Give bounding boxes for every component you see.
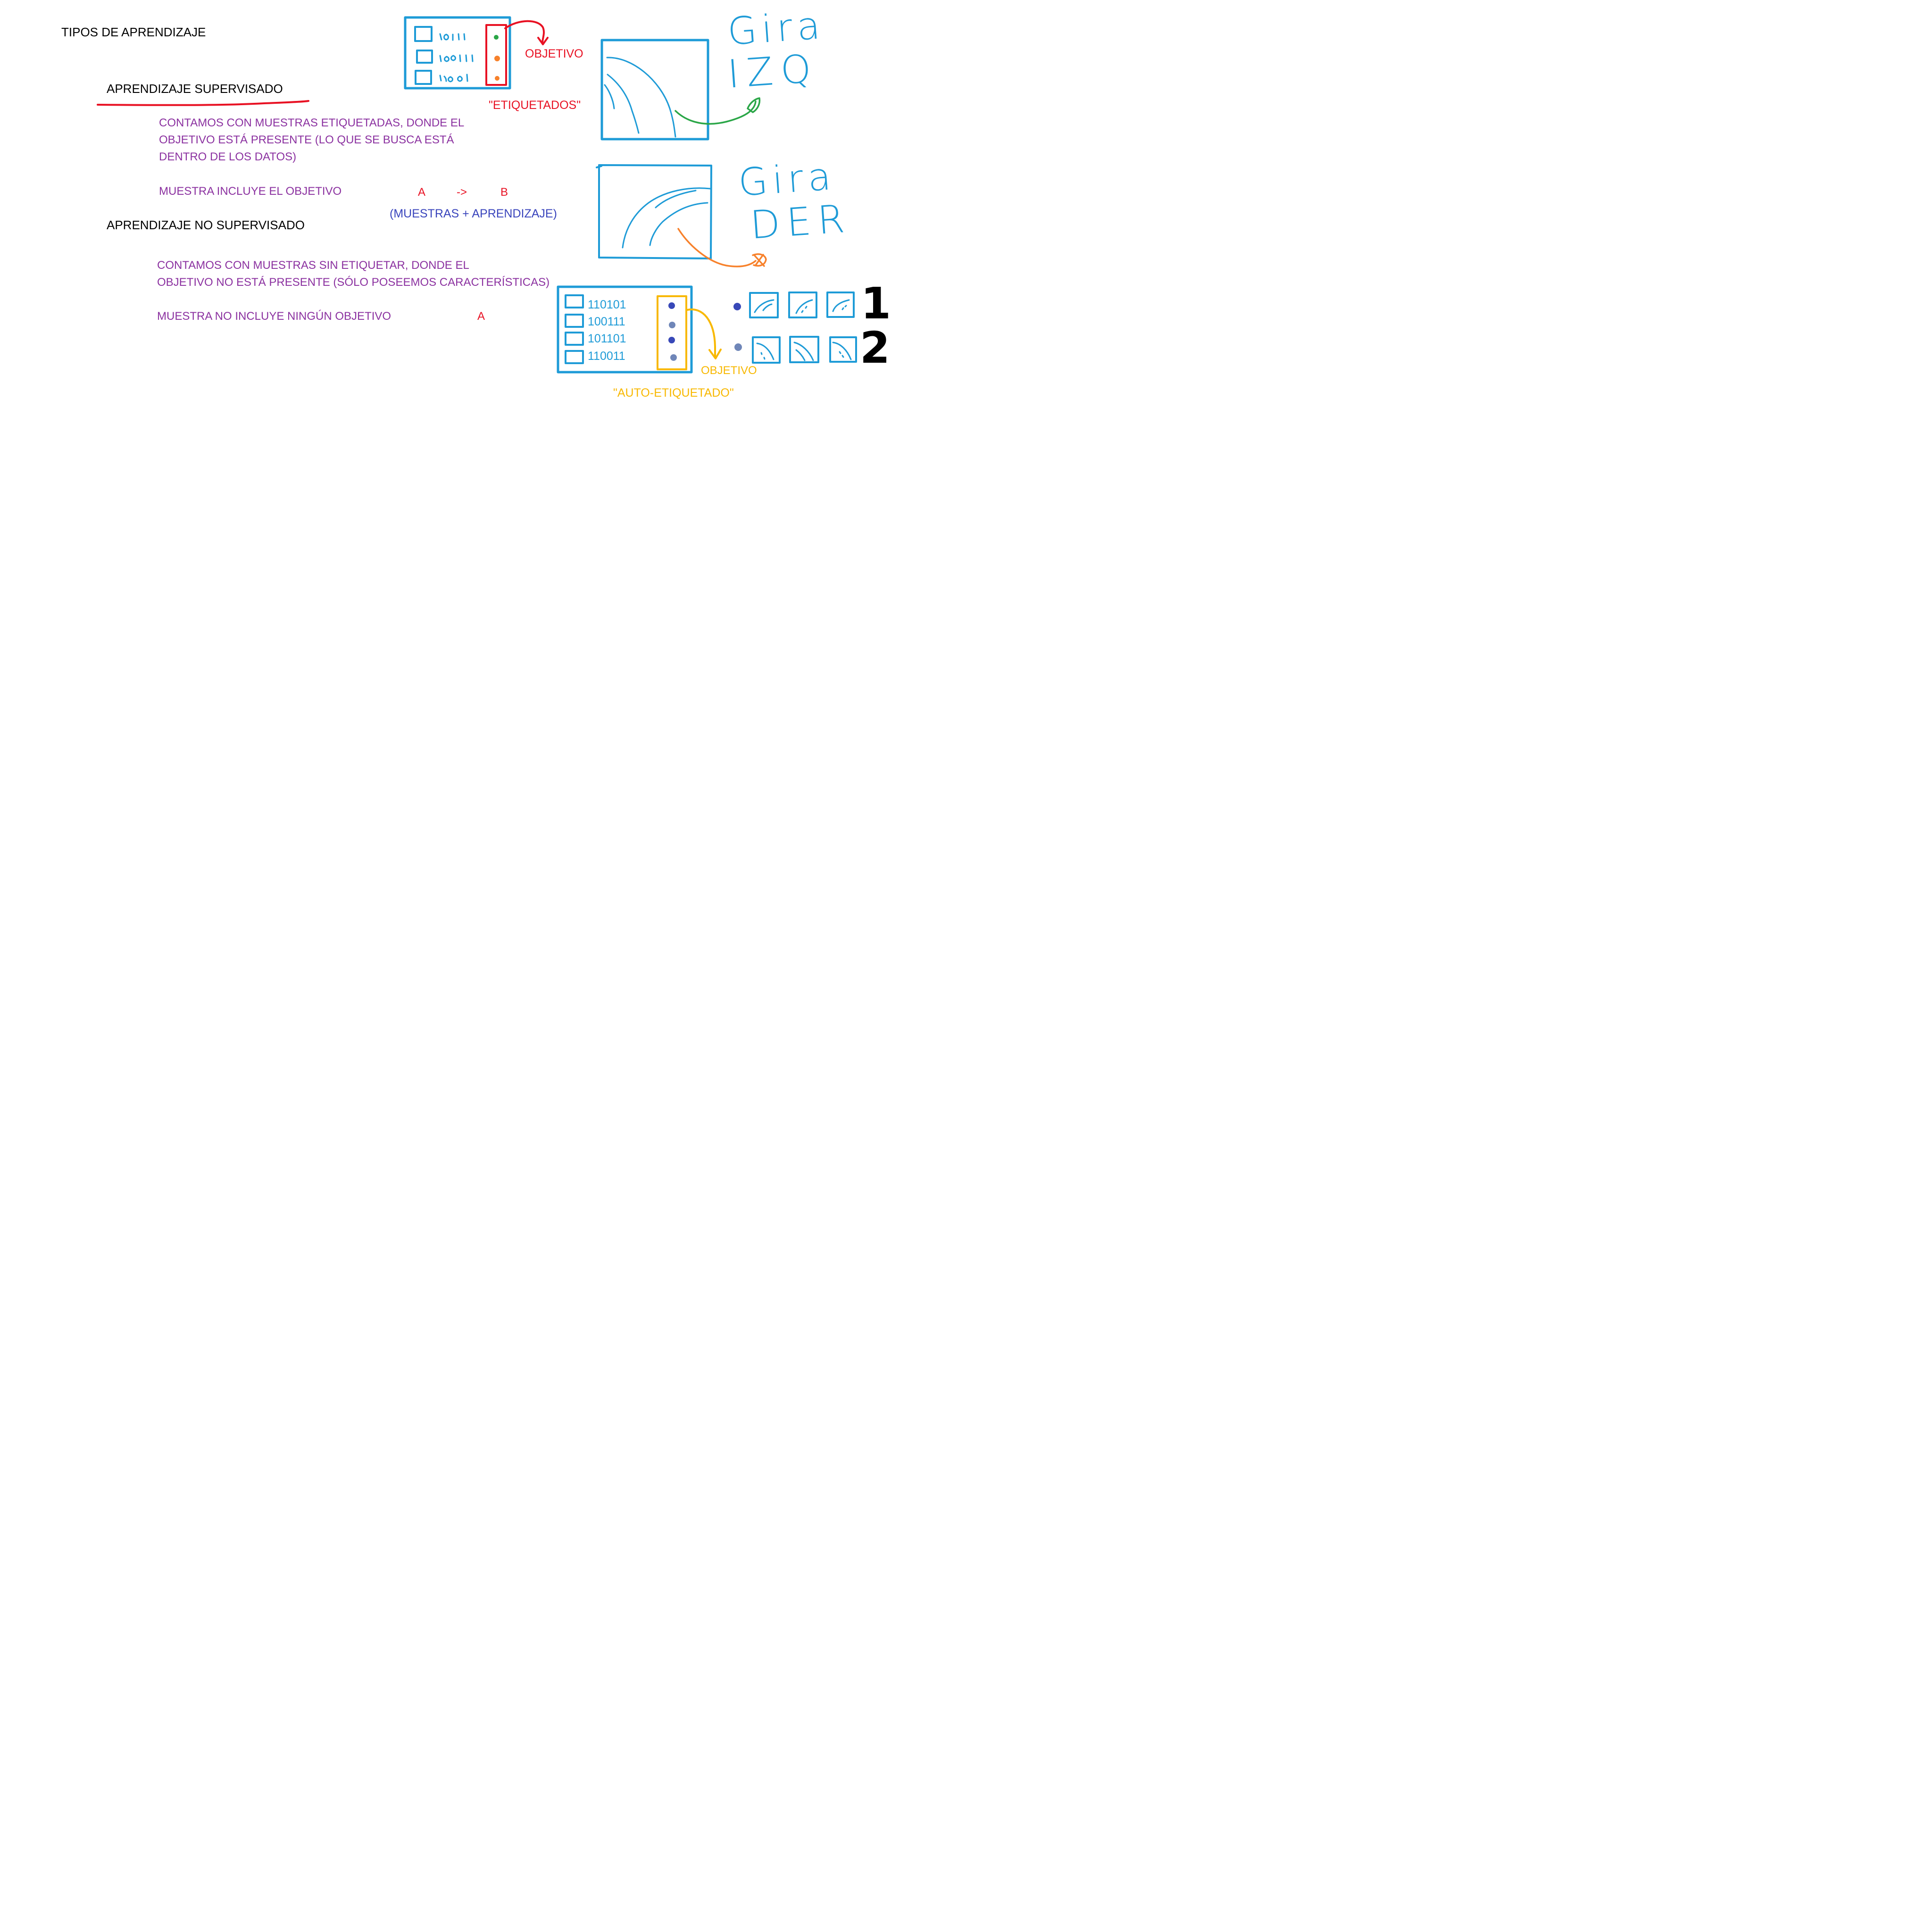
labeled-data-table — [404, 16, 511, 90]
unsupervised-heading: APRENDIZAJE NO SUPERVISADO — [107, 218, 305, 232]
supervised-mapping-note: (MUESTRAS + APRENDIZAJE) — [390, 207, 557, 220]
left-turn-arrow-green — [675, 100, 757, 125]
unsupervised-desc-line2: OBJETIVO NO ESTÁ PRESENTE (SÓLO POSEEMOS… — [157, 276, 550, 289]
label-dot-orange — [495, 76, 500, 81]
binary-code: 110101 — [588, 298, 626, 311]
group-number-1: 1 — [861, 278, 891, 329]
binary-code: 100111 — [588, 315, 625, 328]
thumbnail — [752, 336, 781, 364]
row-checkbox — [565, 332, 584, 346]
turn-right-word2: DER — [749, 196, 853, 248]
cluster-1-thumbnails — [749, 291, 855, 318]
cluster-1-dot — [733, 303, 741, 310]
auto-label-arrow-yellow — [686, 308, 716, 357]
turn-right-word1: Gira — [737, 154, 837, 205]
supervised-desc-line3: DENTRO DE LOS DATOS) — [159, 150, 297, 163]
unsupervised-target-label: OBJETIVO — [701, 364, 757, 377]
binary-code: 110011 — [588, 350, 625, 363]
thumbnail — [826, 291, 855, 318]
cluster-dot-dark — [668, 337, 675, 343]
supervised-desc-line1: CONTAMOS CON MUESTRAS ETIQUETADAS, DONDE… — [159, 117, 465, 129]
supervised-mapping-a: A — [418, 186, 426, 199]
cluster-dot-dark — [668, 302, 675, 309]
label-dot-green — [494, 35, 499, 40]
heading-underline — [97, 100, 309, 106]
cluster-2-thumbnails — [752, 336, 857, 364]
row-checkbox — [565, 294, 584, 308]
auto-labeled-caption: "AUTO-ETIQUETADO" — [613, 386, 734, 400]
label-dot-orange — [494, 56, 500, 61]
supervised-mapping-arrow: -> — [457, 186, 467, 199]
unsupervised-desc-line1: CONTAMOS CON MUESTRAS SIN ETIQUETAR, DON… — [157, 259, 469, 272]
unsupervised-mapping-a: A — [477, 310, 485, 323]
thumbnail — [788, 291, 817, 318]
road-image-turn-right — [596, 164, 712, 259]
supervised-includes-target: MUESTRA INCLUYE EL OBJETIVO — [159, 185, 342, 198]
group-number-2: 2 — [860, 323, 891, 373]
thumbnail — [789, 336, 819, 363]
turn-left-word1: Gira — [726, 3, 826, 54]
cluster-dot-grey — [670, 354, 677, 361]
row-checkbox — [416, 50, 433, 64]
supervised-heading: APRENDIZAJE SUPERVISADO — [107, 82, 283, 96]
binary-code: 101101 — [588, 332, 626, 345]
target-arrow-red — [504, 20, 545, 43]
road-image-turn-left — [600, 39, 709, 141]
row-checkbox — [414, 26, 433, 42]
unsupervised-includes-no-target: MUESTRA NO INCLUYE NINGÚN OBJETIVO — [157, 310, 391, 323]
page-title: TIPOS DE APRENDIZAJE — [61, 25, 206, 39]
cluster-2-dot — [734, 343, 742, 351]
thumbnail — [829, 336, 857, 363]
scribbled-binary — [439, 33, 474, 83]
supervised-target-label: OBJETIVO — [525, 47, 583, 60]
row-checkbox — [565, 314, 584, 328]
supervised-labeled-caption: "ETIQUETADOS" — [489, 99, 581, 112]
right-turn-arrow-orange — [677, 228, 757, 267]
cluster-dot-grey — [669, 322, 675, 328]
supervised-mapping-b: B — [500, 186, 508, 199]
thumbnail — [749, 292, 779, 318]
row-checkbox — [415, 70, 432, 85]
row-checkbox — [565, 350, 584, 364]
auto-label-column — [657, 295, 687, 370]
turn-left-word2: IZQ — [726, 46, 820, 97]
supervised-desc-line2: OBJETIVO ESTÁ PRESENTE (LO QUE SE BUSCA … — [159, 133, 454, 146]
